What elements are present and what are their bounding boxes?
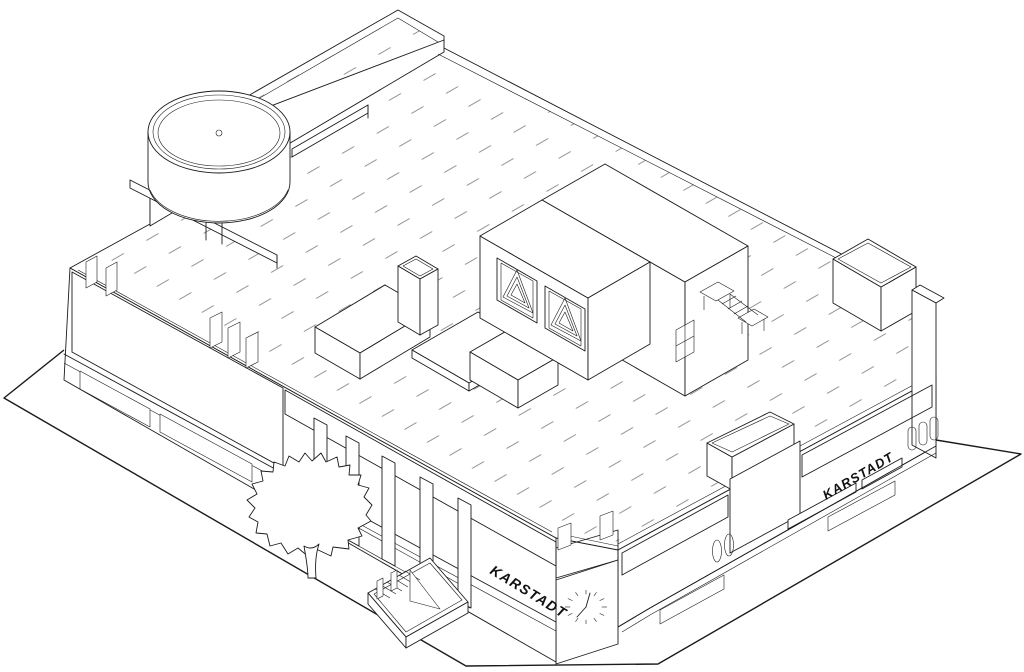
- sidewalk-edge: [3, 349, 1022, 667]
- clock-minute-hand: [585, 592, 591, 608]
- triangle-logo-sign: [544, 285, 586, 352]
- east-corner-pier: [911, 284, 945, 459]
- parapet-panels: [85, 255, 259, 369]
- oval-windows-east: [907, 416, 939, 451]
- tree: [246, 452, 373, 579]
- canopy-ledge: [659, 457, 903, 625]
- street-canopies: [79, 370, 471, 609]
- parapet-flags: [557, 510, 614, 551]
- clock: [565, 590, 607, 624]
- spiral-ramp-drum: [147, 90, 291, 245]
- penthouse: [479, 163, 769, 397]
- open-top-box-north: [832, 238, 917, 332]
- oval-windows-center: [712, 533, 734, 563]
- exterior-stair: [699, 281, 769, 334]
- window-band: [801, 384, 933, 478]
- window-band: [621, 494, 729, 576]
- se-facade: KARSTADT: [617, 284, 945, 633]
- triangle-logo-sign: [496, 257, 538, 324]
- stair-railing: [376, 569, 398, 600]
- vent-chimney: [397, 255, 439, 336]
- underground-stair-entrance: [367, 557, 469, 649]
- tree-trunk: [303, 543, 320, 579]
- window-band: [659, 574, 725, 625]
- clock-hour-hand: [576, 606, 587, 618]
- stair-side-wall: [409, 569, 441, 610]
- penthouse-door: [675, 319, 695, 363]
- window-band: [827, 480, 896, 532]
- south-corner: [555, 510, 619, 665]
- drum-center-vent: [215, 129, 223, 137]
- window-band: [284, 389, 557, 567]
